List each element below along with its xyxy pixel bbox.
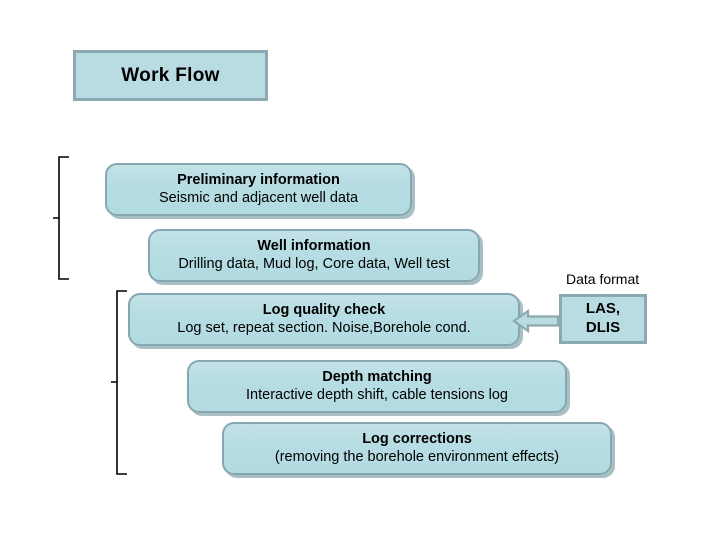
data-format-box[interactable]: LAS, DLIS [559, 294, 647, 344]
step-heading: Depth matching [322, 369, 432, 386]
step-log-corrections[interactable]: Log corrections (removing the borehole e… [222, 422, 612, 475]
step-detail: (removing the borehole environment effec… [274, 448, 560, 465]
step-well-information[interactable]: Well information Drilling data, Mud log,… [148, 229, 480, 282]
arrow-left-icon [512, 308, 560, 334]
step-preliminary-information[interactable]: Preliminary information Seismic and adja… [105, 163, 412, 216]
data-format-line-1: LAS, [585, 300, 621, 318]
step-detail: Log set, repeat section. Noise,Borehole … [177, 319, 471, 336]
bracket-input-data [52, 155, 78, 285]
data-format-line-2: DLIS [585, 319, 621, 336]
step-heading: Log quality check [262, 302, 386, 319]
step-depth-matching[interactable]: Depth matching Interactive depth shift, … [187, 360, 567, 413]
step-heading: Log corrections [362, 431, 472, 448]
step-log-quality-check[interactable]: Log quality check Log set, repeat sectio… [128, 293, 520, 346]
data-format-label: Data format [566, 271, 640, 287]
bracket-processing [110, 288, 136, 480]
step-detail: Drilling data, Mud log, Core data, Well … [178, 255, 450, 272]
step-heading: Preliminary information [177, 172, 340, 189]
step-detail: Seismic and adjacent well data [158, 189, 359, 206]
step-heading: Well information [257, 238, 371, 255]
step-detail: Interactive depth shift, cable tensions … [246, 386, 508, 403]
page-title: Work Flow [121, 64, 220, 86]
page-title-box: Work Flow [73, 50, 268, 101]
